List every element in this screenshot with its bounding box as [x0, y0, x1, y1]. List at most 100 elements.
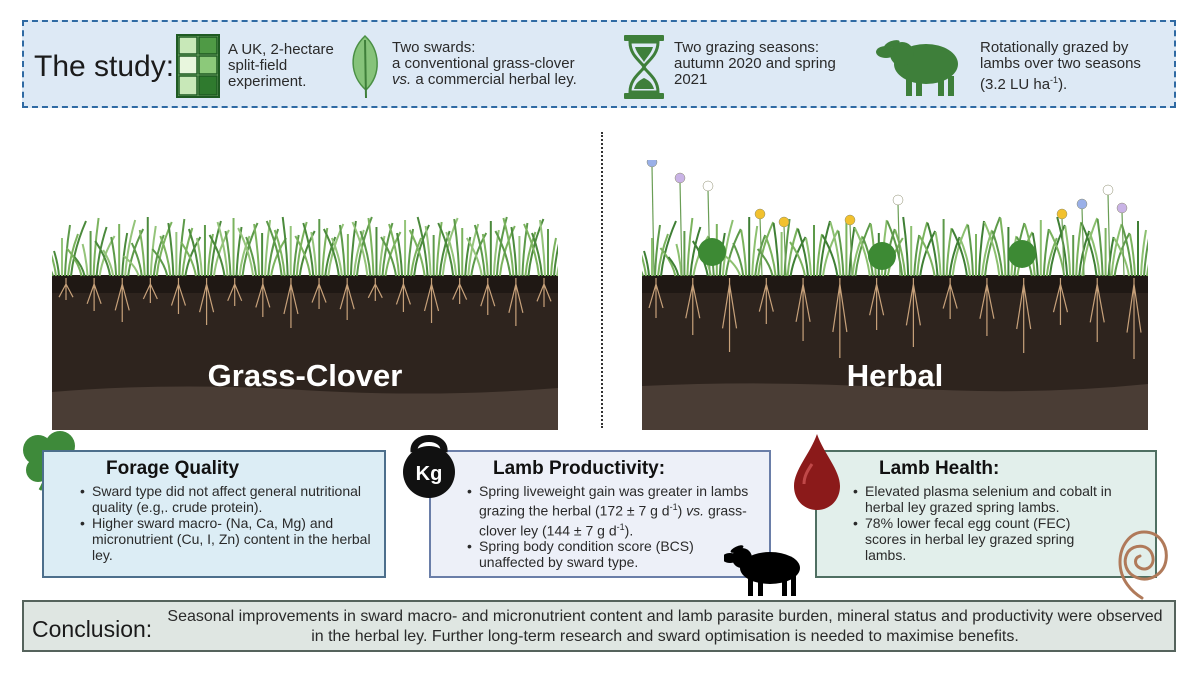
grass-blade — [642, 254, 647, 277]
grass-blade — [659, 247, 677, 277]
grass-blade — [819, 220, 831, 277]
grass-blade — [73, 256, 86, 277]
forage-quality-box: Forage Quality Sward type did not affect… — [42, 450, 386, 578]
grass-tuft — [1113, 221, 1148, 277]
grass-blade — [1129, 233, 1136, 277]
grass-tuft — [523, 219, 558, 277]
forage-quality-title: Forage Quality — [106, 458, 240, 479]
root — [339, 278, 355, 320]
grass-tuft — [208, 218, 259, 277]
grass-blade — [270, 237, 287, 277]
root — [480, 278, 496, 315]
grass-blade — [92, 217, 100, 277]
grass-blade — [124, 219, 137, 277]
study-site-text: A UK, 2-hectare split-field experiment. — [228, 41, 334, 90]
herbal-label: Herbal — [846, 358, 944, 393]
grass-blade — [295, 221, 308, 277]
grass-blade — [1078, 230, 1091, 277]
root — [367, 278, 383, 301]
grass-tuft — [642, 220, 677, 277]
grass-blade — [732, 242, 745, 277]
grass-blade — [292, 234, 300, 277]
root — [942, 278, 958, 319]
grass-blade — [102, 249, 115, 277]
grass-blade — [886, 220, 904, 277]
grass-blade — [740, 229, 748, 277]
study-item-lambs: Rotationally grazed by lambs over two se… — [876, 34, 1141, 100]
grass-blade — [151, 248, 169, 277]
flower-head — [646, 160, 658, 168]
grass-blade — [991, 230, 1004, 277]
grass-blade — [70, 220, 87, 277]
grass-blade — [918, 235, 936, 277]
grass-blade — [81, 243, 89, 277]
grass-blade — [967, 224, 974, 277]
grass-blade — [1113, 232, 1131, 277]
grass-blade — [523, 223, 540, 277]
grass-tuft — [94, 219, 145, 277]
lamb-silhouette-icon — [724, 545, 800, 596]
grass-blade — [253, 223, 261, 277]
leaf-icon — [352, 34, 378, 99]
grass-blade — [235, 226, 243, 277]
root — [1126, 278, 1142, 359]
grass-blade — [724, 228, 742, 277]
grass-blade — [321, 227, 329, 277]
grass-blade — [322, 228, 340, 277]
grass-blade — [1075, 221, 1083, 277]
grass-blade — [473, 224, 486, 277]
grass-tuft — [886, 216, 937, 277]
study-item-seasons: Two grazing seasons: autumn 2020 and spr… — [622, 34, 836, 100]
grass-blade — [435, 221, 443, 277]
grass-blade — [783, 218, 791, 277]
grass-blade — [642, 270, 644, 277]
grass-blade — [349, 220, 357, 277]
study-seasons-text: Two grazing seasons: autumn 2020 and spr… — [674, 39, 836, 88]
grass-blade — [381, 222, 394, 277]
grass-blade — [437, 222, 455, 277]
root — [58, 278, 74, 300]
root — [979, 278, 995, 336]
grass-blade — [764, 235, 777, 277]
grass-blade — [94, 240, 112, 277]
list-item: 78% lower fecal egg count (FEC) scores i… — [851, 515, 1109, 563]
grass-tuft — [237, 219, 287, 277]
grass-blade — [388, 223, 401, 277]
herbal-panel: Herbal — [642, 160, 1148, 430]
root — [869, 278, 885, 330]
grass-blade — [550, 237, 557, 277]
grass-blade — [1107, 236, 1115, 277]
root — [114, 278, 130, 322]
flower-head — [844, 214, 856, 226]
grass-blade — [751, 225, 759, 277]
root — [170, 278, 187, 314]
list-item: Spring liveweight gain was greater in la… — [465, 483, 765, 538]
grass-blade — [959, 237, 971, 277]
broadleaf-herb — [698, 238, 726, 266]
grass-blade — [181, 227, 194, 277]
grass-blade — [854, 222, 872, 277]
grass-blade — [209, 220, 222, 277]
grass-tuft — [724, 217, 775, 277]
grass-blade — [786, 227, 799, 277]
kettlebell-icon: Kg — [403, 435, 455, 498]
lamb-productivity-box: Lamb Productivity: Spring liveweight gai… — [429, 450, 771, 578]
grass-blade — [984, 216, 1001, 277]
kettlebell-label: Kg — [416, 463, 443, 485]
study-banner: The study: A UK, 2-hectare split-field e… — [22, 20, 1176, 108]
grass-blade — [178, 218, 186, 277]
grass-blade — [64, 224, 71, 277]
grass-blade — [837, 230, 845, 277]
root — [452, 278, 468, 304]
grass-blade — [1042, 228, 1050, 277]
hourglass-icon — [624, 35, 664, 99]
list-item: Sward type did not affect general nutrit… — [78, 483, 378, 515]
grass-blade — [408, 229, 426, 277]
grass-blade — [110, 236, 118, 277]
grass-clover-label: Grass-Clover — [207, 358, 403, 393]
grass-blade — [464, 236, 472, 277]
list-item: Spring body condition score (BCS) unaffe… — [465, 538, 715, 570]
grass-tuft — [1048, 216, 1099, 277]
grass-blade — [52, 254, 57, 277]
grass-blade — [1140, 229, 1147, 277]
